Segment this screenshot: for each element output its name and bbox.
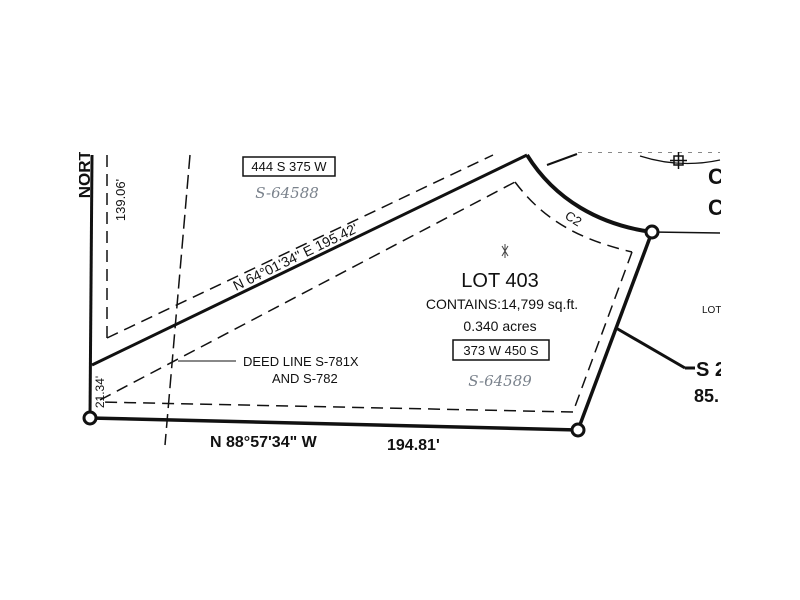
south-setback-line (99, 401, 574, 413)
left-edge-label: NORTH (75, 138, 94, 198)
lot-address-box (452, 339, 550, 361)
crop-bottom (0, 452, 800, 600)
lot-id-handwritten: S-64589 (468, 372, 532, 390)
right-edge-letter-mid: C (708, 195, 724, 220)
west-boundary-line (88, 154, 94, 419)
curve-label: C2 (562, 208, 584, 230)
curve-c2-arc (525, 153, 653, 234)
corner-monument-se (570, 422, 586, 438)
neighbor-address: 444 S 375 W (251, 159, 327, 174)
east-distance-partial: 85. (694, 386, 719, 406)
west-lower-distance: 21.34' (93, 376, 107, 408)
deed-line (164, 154, 191, 446)
lot-address: 373 W 450 S (463, 343, 538, 358)
corner-monument-sw (82, 410, 98, 426)
east-lead-line (615, 326, 686, 370)
map-area: 444 S 375 W S-64588 LOT 403 CONTAINS:14,… (75, 138, 726, 454)
lot-acres: 0.340 acres (463, 318, 536, 334)
crop-left (0, 0, 79, 600)
northeast-arc (639, 155, 721, 165)
north-setback-lower (99, 181, 516, 401)
south-boundary-line (89, 416, 579, 432)
lot-center-mark-icon (501, 244, 509, 258)
right-edge-line (651, 231, 721, 234)
survey-marker-icon (670, 152, 687, 169)
crop-right (721, 0, 800, 600)
deed-note-line1: DEED LINE S-781X (243, 354, 359, 369)
neighbor-address-box (242, 156, 336, 177)
south-line-distance: 194.81' (387, 437, 440, 454)
curve-setback (514, 181, 633, 253)
crop-top (0, 0, 800, 152)
north-line-bearing: N 64°01'34" E 195.42' (230, 220, 360, 294)
east-setback-line (572, 251, 633, 413)
neighbor-id-handwritten: S-64588 (255, 184, 319, 202)
north-boundary-line (91, 153, 528, 367)
northeast-line (546, 153, 578, 166)
south-line-bearing: N 88°57'34" W (210, 434, 318, 451)
corner-monument-ne (644, 224, 660, 240)
lot-area: CONTAINS:14,799 sq.ft. (426, 296, 578, 312)
east-boundary-line (576, 231, 654, 431)
right-edge-letter-top: C (708, 164, 724, 189)
north-setback-upper (106, 154, 494, 339)
west-upper-distance: 139.06' (113, 179, 128, 221)
lot-title: LOT 403 (461, 270, 538, 292)
right-lot-partial: LOT (702, 305, 721, 316)
east-bearing-partial: S 2 (696, 359, 726, 381)
deed-note-line2: AND S-782 (272, 371, 338, 386)
